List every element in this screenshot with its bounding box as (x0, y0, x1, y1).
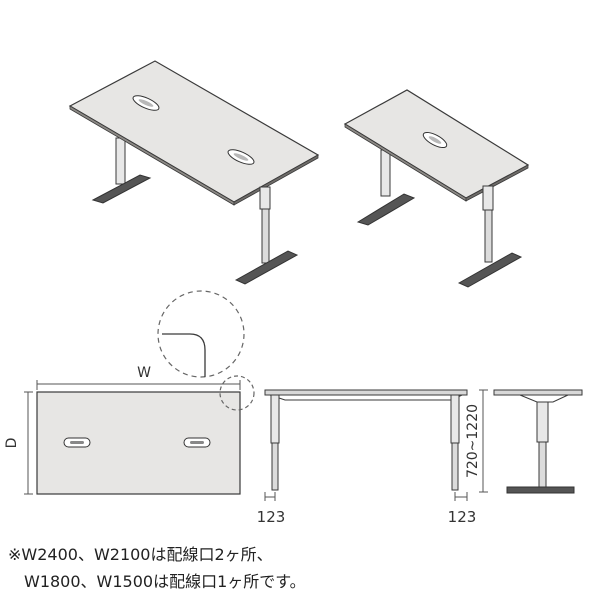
plan-grommet-1 (63, 437, 91, 448)
height-dimension (479, 389, 488, 493)
left-offset-dimension (264, 492, 276, 501)
note-line-1: ※W2400、W2100は配線口2ヶ所、 (8, 545, 273, 564)
depth-label: D (4, 438, 20, 449)
right-offset-label: 123 (448, 508, 477, 526)
front-left-leg (270, 394, 280, 491)
front-right-leg (450, 394, 460, 491)
width-label: W (137, 365, 151, 381)
small-table-grommet (422, 131, 448, 149)
plan-view: W D (4, 290, 255, 495)
depth-dimension (24, 391, 33, 495)
width-dimension (36, 380, 241, 390)
large-table-grommet-2 (227, 149, 255, 165)
plan-grommet-2 (183, 437, 211, 448)
left-offset-label: 123 (257, 508, 286, 526)
front-table-top (264, 389, 468, 396)
side-table-top (493, 389, 583, 396)
front-elevation: 123 123 720~1220 (257, 389, 488, 526)
corner-detail-small-circle (219, 375, 255, 411)
large-table-front-leg (234, 186, 299, 285)
large-table-grommet-1 (132, 95, 160, 111)
note-line-2: W1800、W1500は配線口1ヶ所です。 (24, 572, 306, 591)
side-elevation (493, 389, 583, 494)
side-foot (506, 486, 575, 494)
height-label: 720~1220 (465, 404, 481, 478)
large-table-perspective (68, 60, 320, 285)
corner-detail-large-circle (157, 290, 245, 378)
right-offset-dimension (454, 492, 468, 501)
small-table-front-leg (457, 185, 523, 288)
small-table-perspective (343, 89, 530, 288)
